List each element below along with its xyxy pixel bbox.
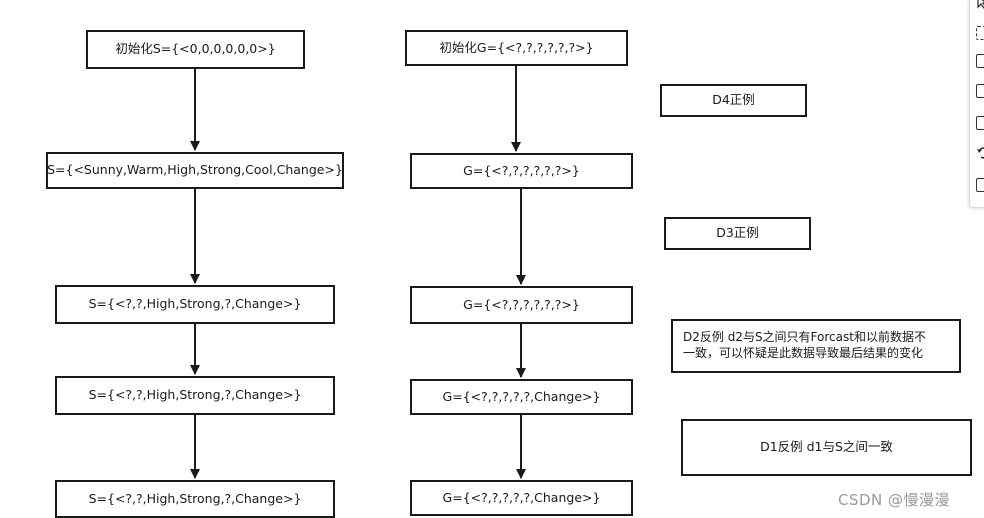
s3-node: S={<?,?,High,Strong,?,Change>} xyxy=(55,376,335,415)
s4-label: S={<?,?,High,Strong,?,Change>} xyxy=(88,490,302,506)
g2-label: G={<?,?,?,?,?,?>} xyxy=(463,296,580,312)
undo-tool-icon[interactable] xyxy=(976,145,984,159)
d3-positive-note: D3正例 xyxy=(664,217,811,250)
g2-node: G={<?,?,?,?,?,?>} xyxy=(410,286,633,324)
d2-label-line2: 一致，可以怀疑是此数据导致最后结果的变化 xyxy=(683,346,924,360)
g3-node: G={<?,?,?,?,?,Change>} xyxy=(410,379,633,415)
rectangle-tool-icon[interactable] xyxy=(976,84,984,98)
s-init-label: 初始化S={<0,0,0,0,0,0>} xyxy=(115,41,276,57)
g1-label: G={<?,?,?,?,?,?>} xyxy=(463,162,580,178)
g4-label: G={<?,?,?,?,?,Change>} xyxy=(442,489,601,505)
g4-node: G={<?,?,?,?,?,Change>} xyxy=(410,480,633,516)
text-tool-icon[interactable] xyxy=(976,116,984,130)
g1-node: G={<?,?,?,?,?,?>} xyxy=(410,153,633,189)
s1-node: S={<Sunny,Warm,High,Strong,Cool,Change>} xyxy=(46,152,344,189)
s-init-node: 初始化S={<0,0,0,0,0,0>} xyxy=(86,30,305,69)
s2-node: S={<?,?,High,Strong,?,Change>} xyxy=(55,285,335,324)
d2-negative-note: D2反例 d2与S之间只有Forcast和以前数据不 一致，可以怀疑是此数据导致… xyxy=(671,319,961,373)
g3-label: G={<?,?,?,?,?,Change>} xyxy=(442,388,601,404)
pointer-tool-icon[interactable] xyxy=(976,0,984,9)
shape-tool-icon[interactable] xyxy=(976,54,984,68)
g-init-label: 初始化G={<?,?,?,?,?,?>} xyxy=(439,39,594,55)
d1-label: D1反例 d1与S之间一致 xyxy=(760,439,893,455)
csdn-watermark: CSDN @慢漫漫 xyxy=(838,491,951,509)
s1-label: S={<Sunny,Warm,High,Strong,Cool,Change>} xyxy=(47,162,343,178)
right-toolbar xyxy=(969,0,984,208)
comment-tool-icon[interactable] xyxy=(976,178,984,192)
d1-negative-note: D1反例 d1与S之间一致 xyxy=(681,419,972,476)
g-init-node: 初始化G={<?,?,?,?,?,?>} xyxy=(405,30,628,66)
d4-label: D4正例 xyxy=(712,92,755,108)
d2-label-line1: D2反例 d2与S之间只有Forcast和以前数据不 xyxy=(683,330,926,345)
d3-label: D3正例 xyxy=(716,225,759,241)
d4-positive-note: D4正例 xyxy=(660,84,807,117)
s3-label: S={<?,?,High,Strong,?,Change>} xyxy=(88,387,302,403)
select-tool-icon[interactable] xyxy=(976,26,984,40)
s4-node: S={<?,?,High,Strong,?,Change>} xyxy=(55,480,335,518)
s2-label: S={<?,?,High,Strong,?,Change>} xyxy=(88,296,302,312)
